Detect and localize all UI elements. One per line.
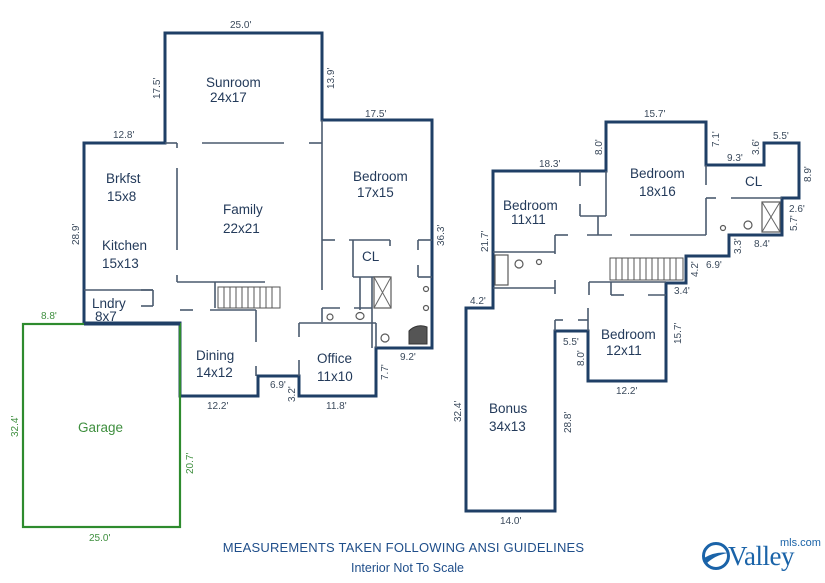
- room-size: 11x11: [511, 212, 546, 227]
- room-name: Kitchen: [102, 238, 147, 253]
- main-stairs: [217, 286, 281, 309]
- sink-icon: [326, 313, 334, 321]
- dimension-label: 28.8': [563, 412, 574, 433]
- room-size: 15x8: [107, 189, 136, 204]
- ansi-disclaimer: MEASUREMENTS TAKEN FOLLOWING ANSI GUIDEL…: [0, 540, 825, 555]
- dimension-label: 3.2': [287, 386, 298, 402]
- room-size: 15x13: [102, 256, 139, 271]
- logo-wordmark: Valley: [728, 541, 794, 571]
- dimension-label: 8.0': [576, 350, 587, 366]
- dimension-label: 8.8': [41, 311, 57, 322]
- dimension-label: 15.7': [673, 323, 684, 344]
- dimension-label: 32.4': [453, 401, 464, 422]
- dimension-label: 3.4': [674, 286, 690, 297]
- room-name: Bedroom: [630, 166, 685, 181]
- room-size: 22x21: [223, 221, 260, 236]
- dimension-label: 13.9': [326, 68, 337, 89]
- upper-interior-walls: [493, 165, 782, 331]
- dimension-label: 18.3': [539, 159, 560, 170]
- dimension-label: 7.1': [711, 131, 722, 147]
- dimension-label: 7.7': [380, 364, 391, 380]
- dimension-label: 5.5': [563, 337, 579, 348]
- toilet-icon: [380, 333, 390, 343]
- interior-walls: [84, 120, 432, 376]
- dimension-label: 9.3': [727, 153, 743, 164]
- room-size: 12x11: [606, 343, 642, 358]
- sink-icon: [422, 285, 430, 293]
- dimension-label: 20.7': [185, 453, 196, 474]
- dimension-label: 17.5': [152, 78, 163, 99]
- main-bath-fixtures: [326, 276, 430, 345]
- room-name: Brkfst: [106, 171, 141, 186]
- dimension-label: 4.2': [470, 296, 486, 307]
- dimension-label: 4.2': [690, 261, 701, 277]
- upper-floor-exterior-wall: [464, 120, 801, 513]
- room-size: 14x12: [196, 365, 233, 380]
- footer-line-2: Interior Not To Scale: [350, 561, 465, 575]
- bathtub-icon: [494, 254, 509, 286]
- garage: Garage 8.8' 32.4' 20.7' 25.0': [10, 311, 196, 544]
- toilet-icon: [514, 259, 524, 269]
- room-name: Bedroom: [601, 327, 656, 342]
- dimension-label: 2.6': [789, 204, 805, 215]
- upper-floor: Bedroom 18x16 Bedroom 11x11 CL Bedroom 1…: [453, 109, 814, 527]
- dimension-label: 25.0': [89, 533, 110, 544]
- dimension-label: 12.2': [207, 401, 228, 412]
- room-name: Bedroom: [503, 198, 558, 213]
- room-size: 34x13: [489, 419, 526, 434]
- sink-icon: [422, 304, 430, 312]
- dimension-label: 8.0': [594, 139, 605, 155]
- sink-icon: [535, 258, 543, 266]
- corner-tub-icon: [408, 325, 428, 345]
- dimension-label: 36.3': [436, 225, 447, 246]
- room-size: 17x15: [357, 185, 394, 200]
- dimension-label: 15.7': [644, 109, 665, 120]
- dimension-label: 8.4': [754, 239, 770, 250]
- dimension-label: 3.6': [751, 139, 762, 155]
- room-size: 24x17: [210, 90, 247, 105]
- sink-icon: [719, 224, 727, 232]
- room-name: CL: [362, 249, 380, 264]
- room-name: CL: [745, 174, 763, 189]
- room-size: 18x16: [639, 184, 676, 199]
- room-size: 11x10: [317, 369, 353, 384]
- dimension-label: 11.8': [326, 401, 347, 412]
- room-name: Lndry: [92, 296, 126, 311]
- dimension-label: 3.3': [733, 238, 744, 254]
- dimension-label: 17.5': [365, 109, 386, 120]
- dimension-label: 12.2': [616, 386, 637, 397]
- room-name: Family: [223, 202, 263, 217]
- dimension-label: 6.9': [706, 260, 722, 271]
- room-name: Bedroom: [353, 169, 408, 184]
- main-floor: Sunroom 24x17 Brkfst 15x8 Family 22x21 B…: [71, 20, 447, 412]
- room-name: Garage: [78, 420, 123, 435]
- room-name: Dining: [196, 348, 234, 363]
- dimension-label: 25.0': [230, 20, 251, 31]
- dimension-label: 8.9': [803, 166, 814, 182]
- dimension-label: 5.5': [773, 131, 789, 142]
- dimension-label: 32.4': [10, 416, 21, 437]
- dimension-label: 21.7': [480, 231, 491, 252]
- footer-line-1: MEASUREMENTS TAKEN FOLLOWING ANSI GUIDEL…: [222, 540, 585, 555]
- upper-stairs: [609, 257, 684, 281]
- dimension-label: 28.9': [71, 224, 82, 245]
- room-name: Office: [317, 351, 352, 366]
- valleymls-logo: Valley mls.com: [700, 535, 825, 575]
- toilet-icon: [743, 220, 753, 230]
- upper-bath-fixtures: [494, 201, 781, 286]
- room-name: Sunroom: [206, 75, 261, 90]
- logo-domain: mls.com: [780, 537, 821, 549]
- dimension-label: 6.9': [270, 380, 286, 391]
- room-size: 8x7: [95, 309, 117, 324]
- valleymls-swoosh-icon: [702, 542, 730, 570]
- dimension-label: 5.7': [789, 215, 800, 231]
- room-name: Bonus: [489, 401, 528, 416]
- dimension-label: 9.2': [400, 352, 416, 363]
- toilet-icon: [355, 311, 365, 321]
- dimension-label: 14.0': [500, 516, 521, 527]
- dimension-label: 12.8': [113, 130, 134, 141]
- scale-note: Interior Not To Scale: [0, 561, 825, 575]
